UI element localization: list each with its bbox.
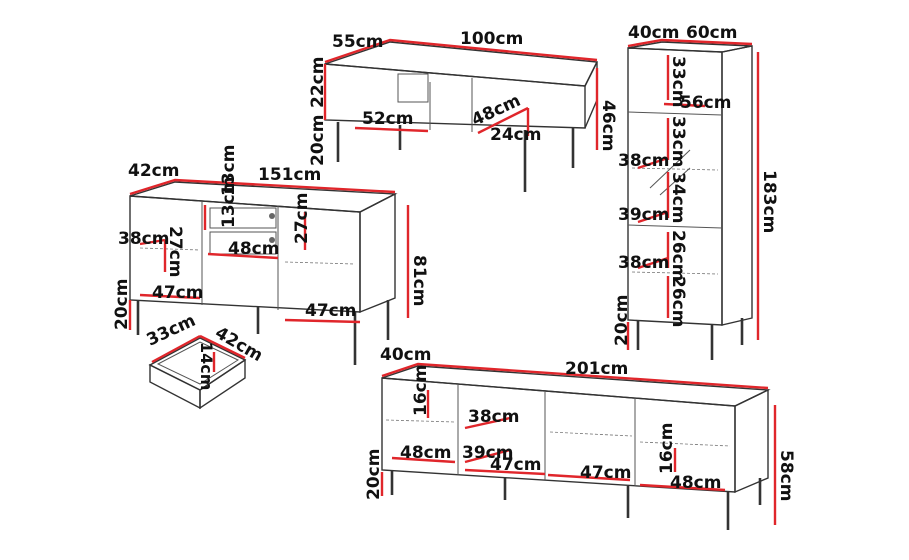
sideboard-depth-label: 42cm	[128, 161, 179, 181]
coffee-table-depth-label: 55cm	[332, 32, 383, 52]
sideboard-right-width-label: 47cm	[305, 301, 356, 321]
coffee-table-opening	[397, 73, 429, 103]
tall-cabinet	[626, 38, 760, 360]
sideboard-total-height-label: 81cm	[409, 255, 429, 306]
tv-stand-lower-shelf-depth-label: 39cm	[462, 443, 513, 463]
sideboard-drawer-width-label: 48cm	[228, 239, 279, 259]
coffee-table-body-height-label: 22cm	[308, 57, 328, 108]
sideboard-left-width-label: 47cm	[152, 283, 203, 303]
tall-cabinet-glass-shelf-depth-label: 38cm	[618, 151, 669, 171]
tall-cabinet-bottom-shelf-depth-label: 38cm	[618, 253, 669, 273]
tall-cabinet-side	[721, 45, 753, 326]
sideboard-leg-height-label: 20cm	[112, 279, 132, 330]
tall-cabinet-second-height-label: 33cm	[668, 116, 688, 167]
drawer-side	[199, 358, 246, 410]
sideboard-drawer-lower	[209, 231, 277, 255]
tv-stand-left-width-label: 48cm	[400, 443, 451, 463]
sideboard-drawer-second-height-label: 13cm	[219, 145, 239, 196]
tall-cabinet-total-height-label: 183cm	[759, 170, 779, 233]
tall-cabinet-depth-label: 40cm	[628, 23, 679, 43]
coffee-table-width-label: 100cm	[460, 29, 523, 49]
sideboard	[128, 178, 410, 365]
tall-cabinet-third-height-label: 34cm	[668, 172, 688, 223]
sideboard-side	[359, 192, 396, 314]
coffee-table-niche-height-label: 24cm	[490, 125, 541, 145]
coffee-table-shelf-width-label: 52cm	[362, 109, 413, 129]
tall-cabinet-leg-height-label: 20cm	[612, 295, 632, 346]
coffee-table-leg-height-label: 20cm	[308, 115, 328, 166]
tall-cabinet-top-height-label: 33cm	[668, 56, 688, 107]
sideboard-drawer-top-height-label: 13cm	[219, 177, 239, 228]
drawer-height-label: 14cm	[197, 342, 216, 390]
tv-stand-total-height-label: 58cm	[776, 450, 796, 501]
sideboard-drawer-upper	[209, 207, 277, 229]
tv-stand-width-label: 201cm	[565, 359, 628, 379]
tall-cabinet-fifth-height-label: 26cm	[668, 276, 688, 327]
sideboard-width-label: 151cm	[258, 165, 321, 185]
tv-stand-top-height-label: 16cm	[411, 365, 431, 416]
tall-cabinet-shelf-width-label: 56cm	[680, 93, 731, 113]
tv-stand-depth-label: 40cm	[380, 345, 431, 365]
tv-stand-right-width-label: 48cm	[670, 473, 721, 493]
tv-stand	[380, 362, 777, 530]
tv-stand-third-width-label: 47cm	[580, 463, 631, 483]
sideboard-left-height-label: 27cm	[165, 226, 185, 277]
tall-cabinet-fourth-height-label: 26cm	[668, 230, 688, 281]
tall-cabinet-lower-shelf-depth-label: 39cm	[618, 205, 669, 225]
tv-stand-second-width-label: 47cm	[490, 455, 541, 475]
drawer-width-label: 33cm	[144, 311, 199, 351]
sideboard-right-height-label: 27cm	[292, 193, 312, 244]
tv-stand-side	[734, 388, 769, 494]
sideboard-shelf-depth-label: 38cm	[118, 229, 169, 249]
tv-stand-upper-shelf-depth-label: 38cm	[468, 407, 519, 427]
tv-stand-right-height-label: 16cm	[657, 423, 677, 474]
drawer-detail	[148, 334, 247, 410]
tall-cabinet-width-label: 60cm	[686, 23, 737, 43]
coffee-table-total-height-label: 46cm	[598, 100, 618, 151]
drawer-front	[149, 363, 201, 410]
tv-stand-leg-height-label: 20cm	[364, 449, 384, 500]
coffee-table	[323, 38, 599, 192]
